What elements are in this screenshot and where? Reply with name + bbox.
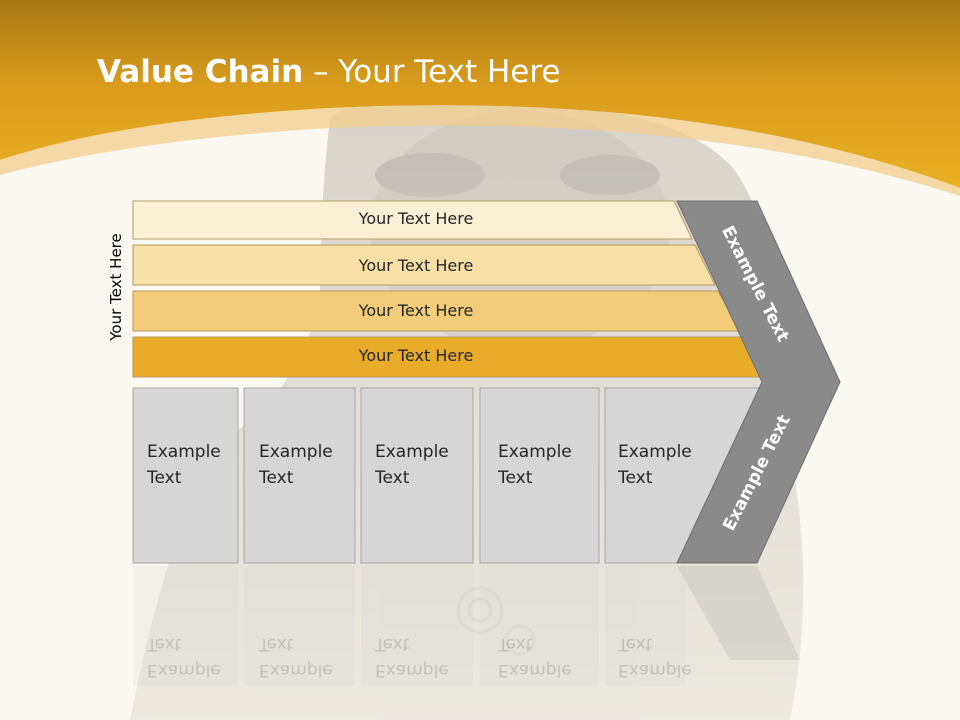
column-5-reflection: Example Text bbox=[618, 631, 692, 683]
column-2-line1: Example bbox=[259, 442, 333, 462]
bar-group bbox=[132, 200, 763, 378]
column-reflections bbox=[133, 566, 685, 686]
bar-3-label: Your Text Here bbox=[358, 301, 474, 320]
column-3-line1: Example bbox=[375, 442, 449, 462]
column-4-reflection: Example Text bbox=[498, 631, 572, 683]
column-4 bbox=[479, 387, 600, 564]
column-4-line2: Text bbox=[498, 468, 533, 488]
column-4-reflection-line2: Text bbox=[498, 634, 533, 654]
column-1-reflection-line1: Example bbox=[147, 660, 221, 680]
bar-4-label: Your Text Here bbox=[358, 346, 474, 365]
column-3 bbox=[360, 387, 474, 564]
chevron-arrow bbox=[676, 200, 841, 564]
column-5-line1: Example bbox=[618, 442, 692, 462]
column-1-reflection: Example Text bbox=[147, 631, 221, 683]
column-2-reflection: Example Text bbox=[259, 631, 333, 683]
vertical-label: Your Text Here bbox=[107, 233, 125, 341]
chevron-reflection bbox=[677, 566, 800, 660]
column-4-line1: Example bbox=[498, 442, 572, 462]
column-3-reflection: Example Text bbox=[375, 631, 449, 683]
bar-2 bbox=[132, 244, 716, 286]
column-5-reflection-line2: Text bbox=[618, 634, 653, 654]
title-rest: – Your Text Here bbox=[303, 54, 561, 90]
column-4-reflection-line1: Example bbox=[498, 660, 572, 680]
column-2-line2: Text bbox=[259, 468, 294, 488]
header-swoosh bbox=[0, 105, 960, 196]
bar-1-label: Your Text Here bbox=[358, 209, 474, 228]
column-5-line2: Text bbox=[618, 468, 653, 488]
title-bold: Value Chain bbox=[97, 54, 304, 90]
header-band bbox=[0, 0, 960, 188]
column-2 bbox=[243, 387, 356, 564]
column-2-reflection-line1: Example bbox=[259, 660, 333, 680]
column-1-reflection-line2: Text bbox=[147, 634, 182, 654]
slide-title: Value Chain – Your Text Here bbox=[97, 54, 560, 90]
column-1-line2: Text bbox=[147, 468, 182, 488]
bar-2-label: Your Text Here bbox=[358, 256, 474, 275]
column-2-reflection-line2: Text bbox=[259, 634, 294, 654]
column-3-line2: Text bbox=[375, 468, 410, 488]
column-1 bbox=[132, 387, 239, 564]
bar-1 bbox=[132, 200, 693, 240]
column-3-reflection-line1: Example bbox=[375, 660, 449, 680]
column-5-reflection-line1: Example bbox=[618, 660, 692, 680]
column-1-line1: Example bbox=[147, 442, 221, 462]
column-3-reflection-line2: Text bbox=[375, 634, 410, 654]
column-group bbox=[132, 387, 761, 564]
